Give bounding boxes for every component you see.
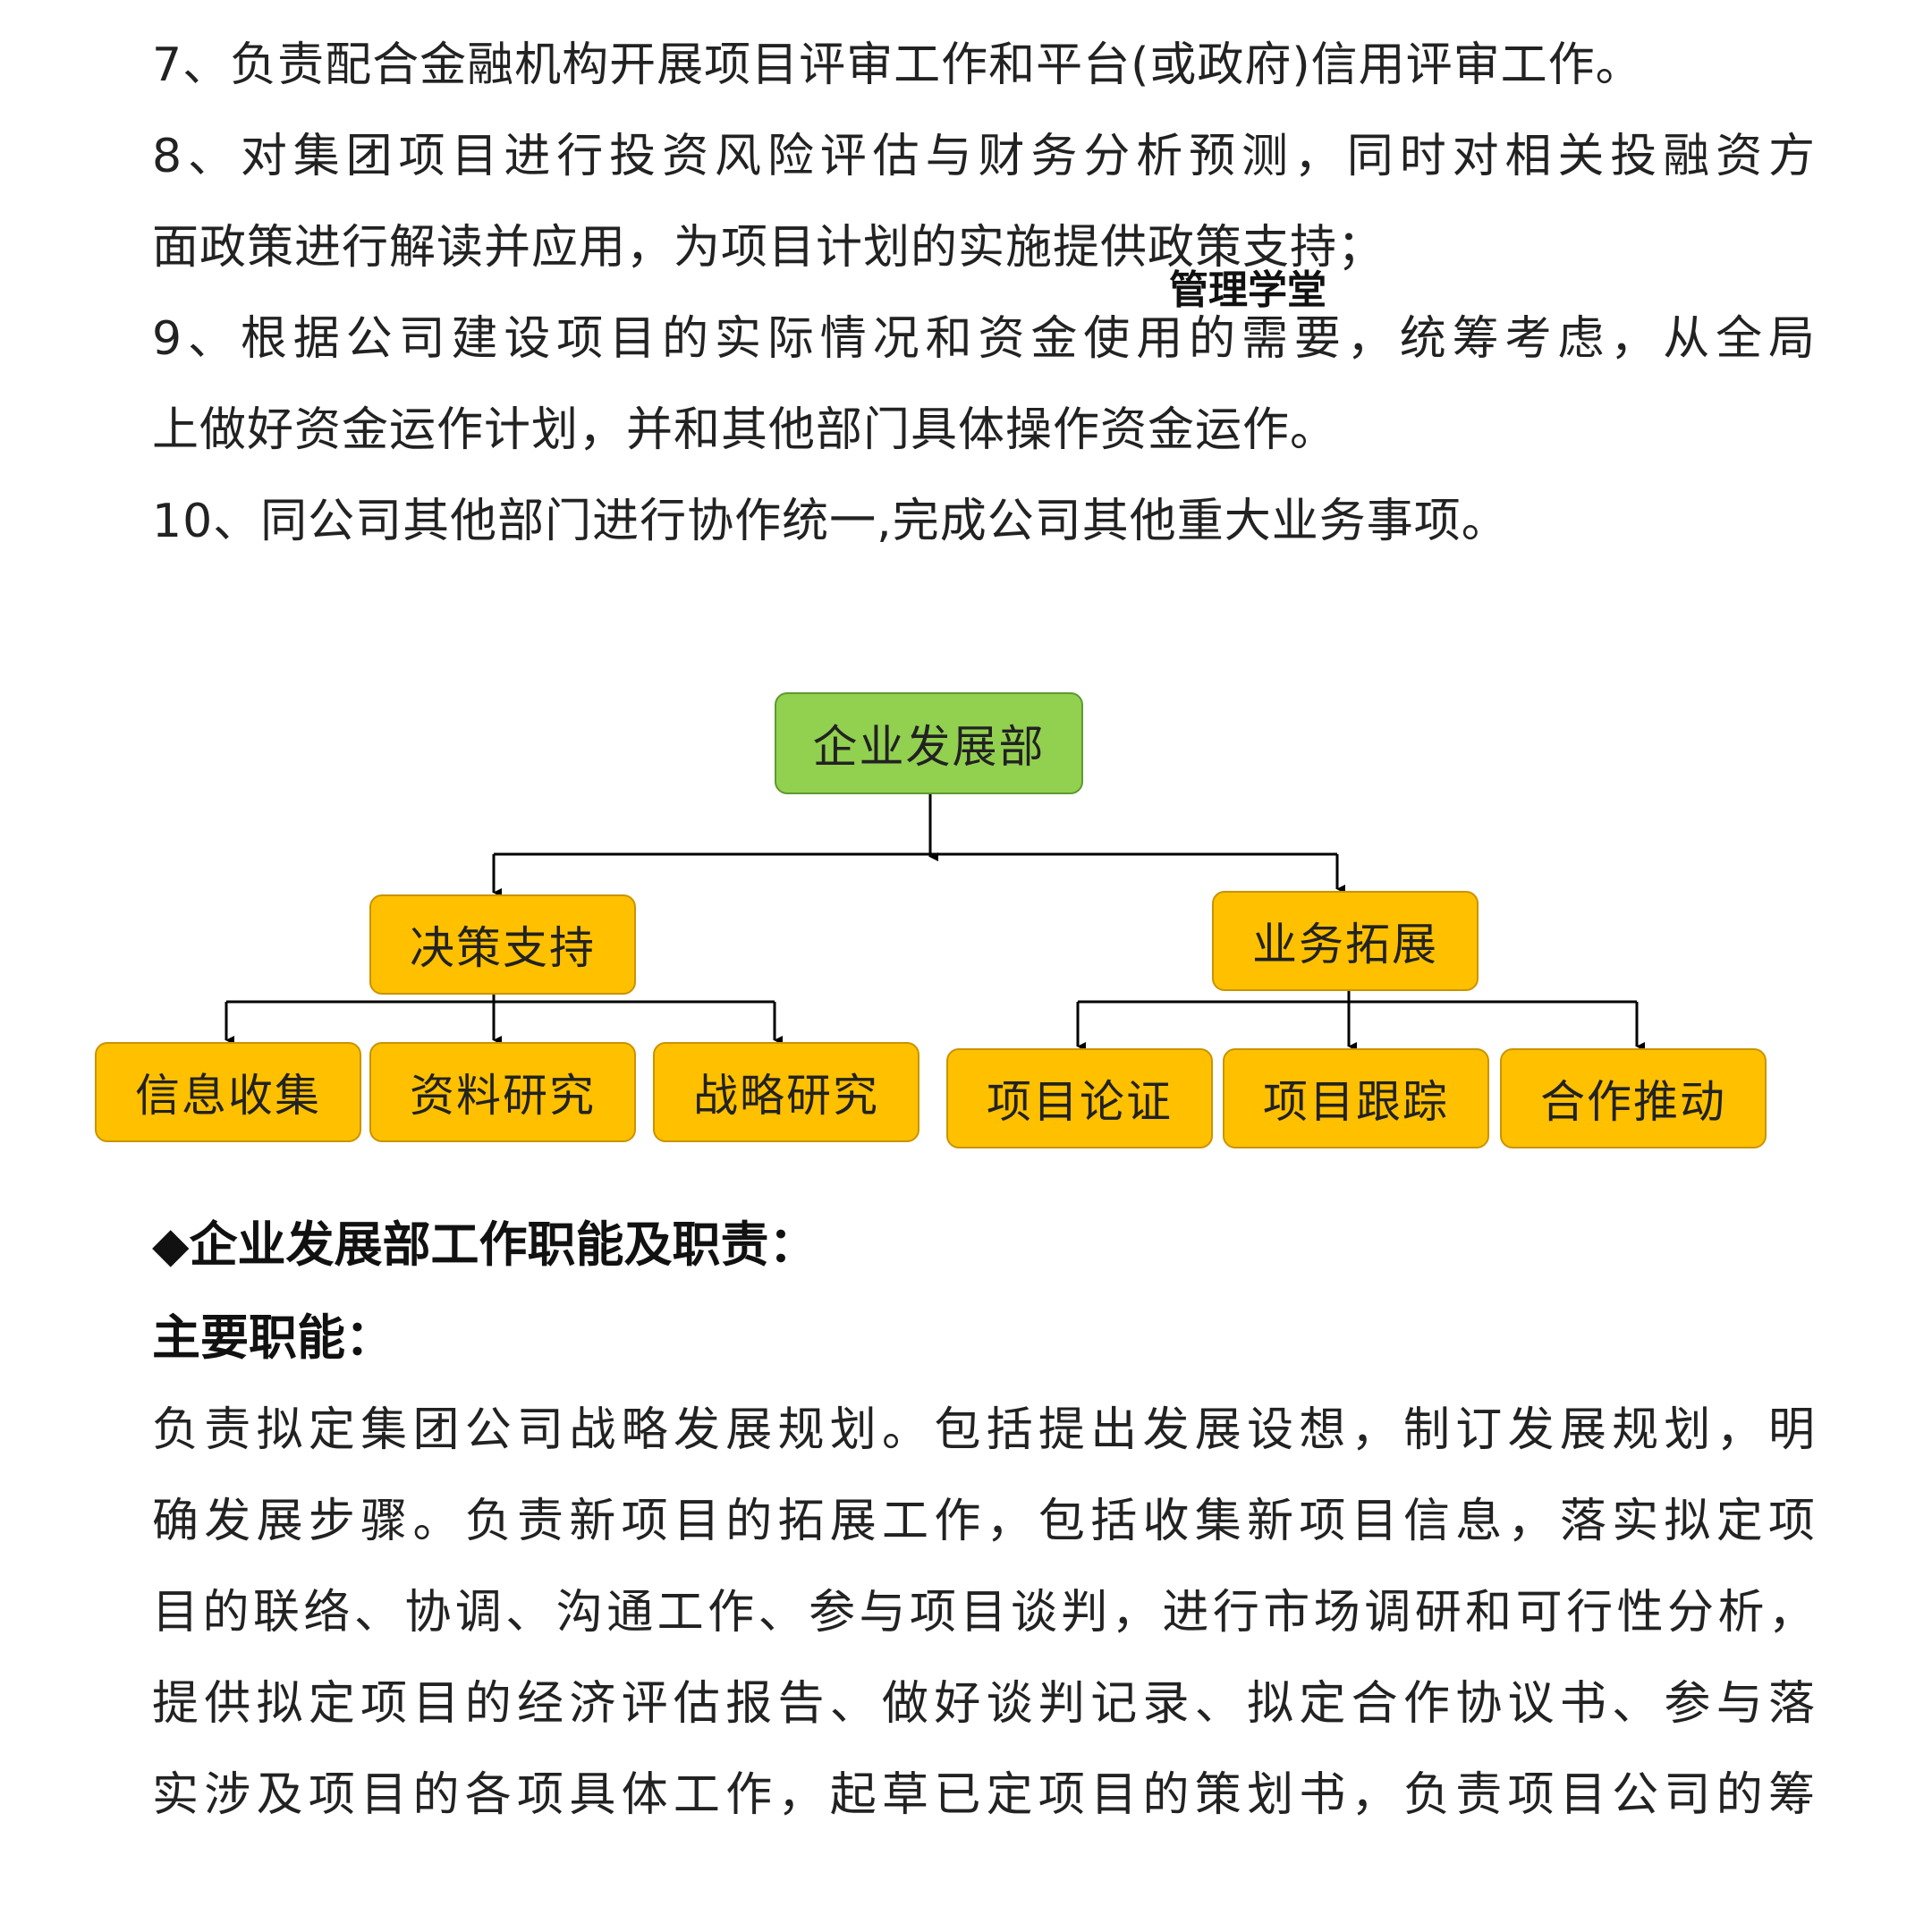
org-node-decision-support: 决策支持 — [369, 894, 636, 995]
org-node-project-demonstration: 项目论证 — [946, 1048, 1213, 1148]
org-node-business-expansion: 业务拓展 — [1212, 891, 1479, 991]
text-line-item-10: 10、同公司其他部门进行协作统一,完成公司其他重大业务事项。 — [152, 495, 1509, 548]
section-subheading: 主要职能： — [152, 1309, 394, 1366]
paragraph-line: 目的联络、协调、沟通工作、参与项目谈判，进行市场调研和可行性分析， — [152, 1586, 1816, 1640]
text-line-item-9: 9、根据公司建设项目的实际情况和资金使用的需要，统筹考虑，从全局 — [152, 312, 1816, 366]
top-text-block: 7、负责配合金融机构开展项目评审工作和平台(或政府)信用评审工作。 8、对集团项… — [152, 20, 1816, 567]
org-node-project-tracking: 项目跟踪 — [1223, 1048, 1489, 1148]
paragraph-line: 确发展步骤。负责新项目的拓展工作，包括收集新项目信息，落实拟定项 — [152, 1495, 1816, 1548]
org-node-strategy-research: 战略研究 — [653, 1042, 919, 1142]
text-line-item-7: 7、负责配合金融机构开展项目评审工作和平台(或政府)信用评审工作。 — [152, 38, 1643, 92]
section-heading: ◆企业发展部工作职能及职责： — [152, 1216, 818, 1273]
org-node-root: 企业发展部 — [775, 692, 1083, 794]
org-node-cooperation-promotion: 合作推动 — [1500, 1048, 1767, 1148]
org-node-info-collection: 信息收集 — [95, 1042, 361, 1142]
watermark-text: 管理学堂 — [1167, 267, 1328, 313]
text-line-item-8-cont: 面政策进行解读并应用，为项目计划的实施提供政策支持； — [152, 221, 1385, 275]
paragraph-line: 负责拟定集团公司战略发展规划。包括提出发展设想，制订发展规划，明 — [152, 1403, 1816, 1457]
paragraph-line: 提供拟定项目的经济评估报告、做好谈判记录、拟定合作协议书、参与落 — [152, 1677, 1816, 1731]
text-line-item-9-cont: 上做好资金运作计划，并和其他部门具体操作资金运作。 — [152, 403, 1338, 457]
paragraph-line: 实涉及项目的各项具体工作，起草已定项目的策划书，负责项目公司的筹 — [152, 1768, 1816, 1822]
text-line-item-8: 8、对集团项目进行投资风险评估与财务分析预测，同时对相关投融资方 — [152, 130, 1816, 183]
org-node-material-research: 资料研究 — [369, 1042, 636, 1142]
responsibilities-section: ◆企业发展部工作职能及职责： 主要职能： 负责拟定集团公司战略发展规划。包括提出… — [152, 1199, 1816, 1841]
